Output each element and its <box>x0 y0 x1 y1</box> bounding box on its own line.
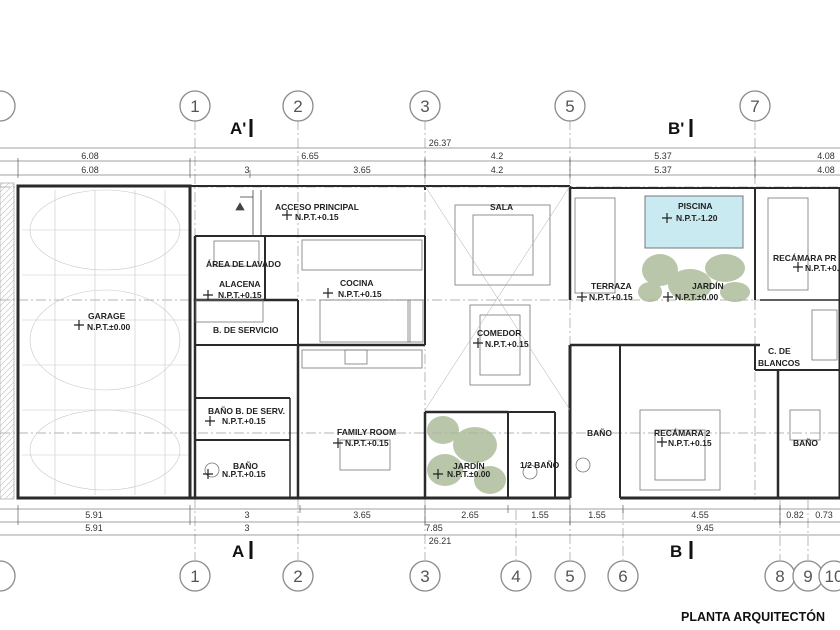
room-cblancos-name2: BLANCOS <box>758 358 800 368</box>
room-recamara2-level: N.P.T.+0.15 <box>668 438 712 448</box>
axis-label-bottom: 3 <box>420 567 429 586</box>
room-garage-level: N.P.T.±0.00 <box>87 322 131 332</box>
level-markers <box>74 210 803 479</box>
entrance-ramp <box>235 190 262 236</box>
walls <box>16 184 840 500</box>
section-mark-a-top: A' <box>230 119 246 138</box>
room-bano3-level: N.P.T.+0.15 <box>222 469 266 479</box>
room-jardin2-name: JARDÍN <box>453 461 485 471</box>
dim-top-2: 4.2 <box>491 165 504 175</box>
room-cblancos-name: C. DE <box>768 346 791 356</box>
dim-top-2: 4.08 <box>817 165 835 175</box>
room-recamara2-name: RECÁMARA 2 <box>654 428 711 438</box>
dim-top-1: 4.08 <box>817 151 835 161</box>
room-recamara-p-name: RECÁMARA PR <box>773 253 836 263</box>
dim-bottom-1: 5.91 <box>85 510 103 520</box>
garage-paving <box>22 189 190 495</box>
axis-label-bottom: 5 <box>565 567 574 586</box>
room-jardin1-level: N.P.T.±0.00 <box>675 292 719 302</box>
dim-top-1: 6.08 <box>81 151 99 161</box>
room-recamara-p-level: N.P.T.+0. <box>805 263 839 273</box>
room-garage-name: GARAGE <box>88 311 126 321</box>
room-acceso-name: ACCESO PRINCIPAL <box>275 202 359 212</box>
dimension-lines-bottom <box>0 505 840 536</box>
dim-bottom-1: 1.55 <box>531 510 549 520</box>
axis-label-top: 1 <box>190 97 199 116</box>
furniture <box>195 197 838 491</box>
room-acceso-level: N.P.T.+0.15 <box>295 212 339 222</box>
dim-bottom-1: 2.65 <box>461 510 479 520</box>
dim-overall-top: 26.37 <box>429 138 452 148</box>
room-alacena-level: N.P.T.+0.15 <box>218 290 262 300</box>
axis-label-bottom: 9 <box>803 567 812 586</box>
axis-label-bottom: 2 <box>293 567 302 586</box>
dim-bottom-1: 0.82 <box>786 510 804 520</box>
room-jardin1-name: JARDÍN <box>692 281 724 291</box>
axis-label-top: 7 <box>750 97 759 116</box>
axis-label-bottom: 8 <box>775 567 784 586</box>
dimension-lines-top <box>0 147 840 178</box>
dim-top-2: 3 <box>244 165 249 175</box>
axis-bubbles-bottom <box>0 560 840 592</box>
dim-bottom-2: 5.91 <box>85 523 103 533</box>
room-terraza-level: N.P.T.+0.15 <box>589 292 633 302</box>
room-medio-bano-name: 1/2 BAÑO <box>520 460 560 470</box>
dim-top-1: 5.37 <box>654 151 672 161</box>
room-sala-name: SALA <box>490 202 513 212</box>
section-markers <box>249 119 693 559</box>
room-servicio-name: B. DE SERVICIO <box>213 325 279 335</box>
garden-vegetation <box>427 254 750 494</box>
section-mark-a-bottom: A <box>232 542 244 561</box>
axis-label-bottom: 4 <box>511 567 520 586</box>
axis-bubbles-top <box>0 90 771 122</box>
room-piscina-name: PISCINA <box>678 201 712 211</box>
room-bano-serv-level: N.P.T.+0.15 <box>222 416 266 426</box>
dim-top-2: 3.65 <box>353 165 371 175</box>
room-bano1-name: BAÑO <box>587 428 612 438</box>
room-bano3-name: BAÑO <box>233 461 258 471</box>
dim-bottom-2: 9.45 <box>696 523 714 533</box>
room-piscina-level: N.P.T.-1.20 <box>676 213 718 223</box>
dim-top-2: 6.08 <box>81 165 99 175</box>
dim-bottom-2: 3 <box>244 523 249 533</box>
dim-bottom-1: 1.55 <box>588 510 606 520</box>
dim-bottom-1: 0.73 <box>815 510 833 520</box>
axis-label-top: 5 <box>565 97 574 116</box>
room-jardin2-level: N.P.T.±0.00 <box>447 469 491 479</box>
dim-top-1: 4.2 <box>491 151 504 161</box>
axis-label-top: 3 <box>420 97 429 116</box>
pool-water <box>644 195 744 249</box>
axis-label-top: 2 <box>293 97 302 116</box>
room-bano2-name: BAÑO <box>793 438 818 448</box>
room-cocina-level: N.P.T.+0.15 <box>338 289 382 299</box>
room-terraza-name: TERRAZA <box>591 281 632 291</box>
dim-overall-bottom: 26.21 <box>429 536 452 546</box>
room-lavado-name: ÁREA DE LAVADO <box>206 259 281 269</box>
room-family-level: N.P.T.+0.15 <box>345 438 389 448</box>
room-alacena-name: ALACENA <box>219 279 261 289</box>
dim-bottom-1: 3.65 <box>353 510 371 520</box>
dim-bottom-1: 4.55 <box>691 510 709 520</box>
drawing-title: PLANTA ARQUITECTÓN <box>681 609 825 624</box>
axis-label-bottom: 1 <box>190 567 199 586</box>
axis-label-bottom: 10 <box>825 567 840 586</box>
dim-top-2: 5.37 <box>654 165 672 175</box>
room-family-name: FAMILY ROOM <box>337 427 396 437</box>
room-comedor-level: N.P.T.+0.15 <box>485 339 529 349</box>
room-bano-serv-name: BAÑO B. DE SERV. <box>208 406 285 416</box>
dim-top-1: 6.65 <box>301 151 319 161</box>
section-mark-b-top: B' <box>668 119 684 138</box>
dim-bottom-2: 7.85 <box>425 523 443 533</box>
dim-bottom-1: 3 <box>244 510 249 520</box>
left-wall-strip <box>0 182 15 500</box>
room-comedor-name: COMEDOR <box>477 328 521 338</box>
room-cocina-name: COCINA <box>340 278 374 288</box>
section-mark-b-bottom: B <box>670 542 682 561</box>
axis-label-bottom: 6 <box>618 567 627 586</box>
void-lines <box>424 185 571 411</box>
